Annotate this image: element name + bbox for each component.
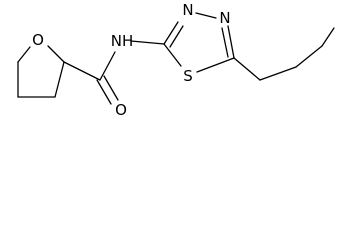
bond-n3-n4 — [195, 12, 217, 19]
bond-c2-c3 — [54, 61, 65, 98]
bond-n4-c5-1 — [227, 25, 235, 59]
bond-c2-n3-2 — [169, 25, 184, 48]
carboxamide-group — [63, 40, 165, 105]
thiadiazole-n3-label: N — [182, 1, 193, 19]
thiadiazole-ring — [163, 12, 235, 73]
bond-butyl-1 — [233, 57, 261, 81]
bond-c2-n3-1 — [163, 21, 179, 45]
bond-nh-c2-ring — [130, 40, 165, 45]
tetrahydrofuran-ring — [17, 45, 65, 98]
bond-butyl-4 — [321, 27, 335, 47]
bond-carbonyl-o-2 — [103, 75, 119, 101]
bond-carbonyl-nh — [99, 51, 116, 81]
ring-oxygen-label: O — [32, 31, 44, 49]
bond-butyl-3 — [295, 45, 323, 68]
bond-c5-s1 — [196, 57, 235, 73]
bond-c2-carbonyl — [63, 61, 101, 81]
bond-o1-c2 — [47, 45, 65, 63]
butyl-chain — [233, 27, 335, 81]
thiadiazole-sulfur-label: S — [183, 67, 193, 85]
amide-nitrogen-label: NH — [111, 32, 134, 50]
bond-c5-o1 — [17, 46, 31, 63]
bond-n4-c5-2 — [221, 27, 229, 58]
carbonyl-oxygen-label: O — [115, 101, 127, 118]
bond-butyl-2 — [259, 66, 297, 81]
thiadiazole-n4-label: N — [219, 9, 230, 27]
bond-carbonyl-o-1 — [96, 79, 112, 105]
bond-s1-c2 — [163, 43, 182, 67]
chemical-structure-diagram: O NH O N N S — [17, 1, 335, 118]
